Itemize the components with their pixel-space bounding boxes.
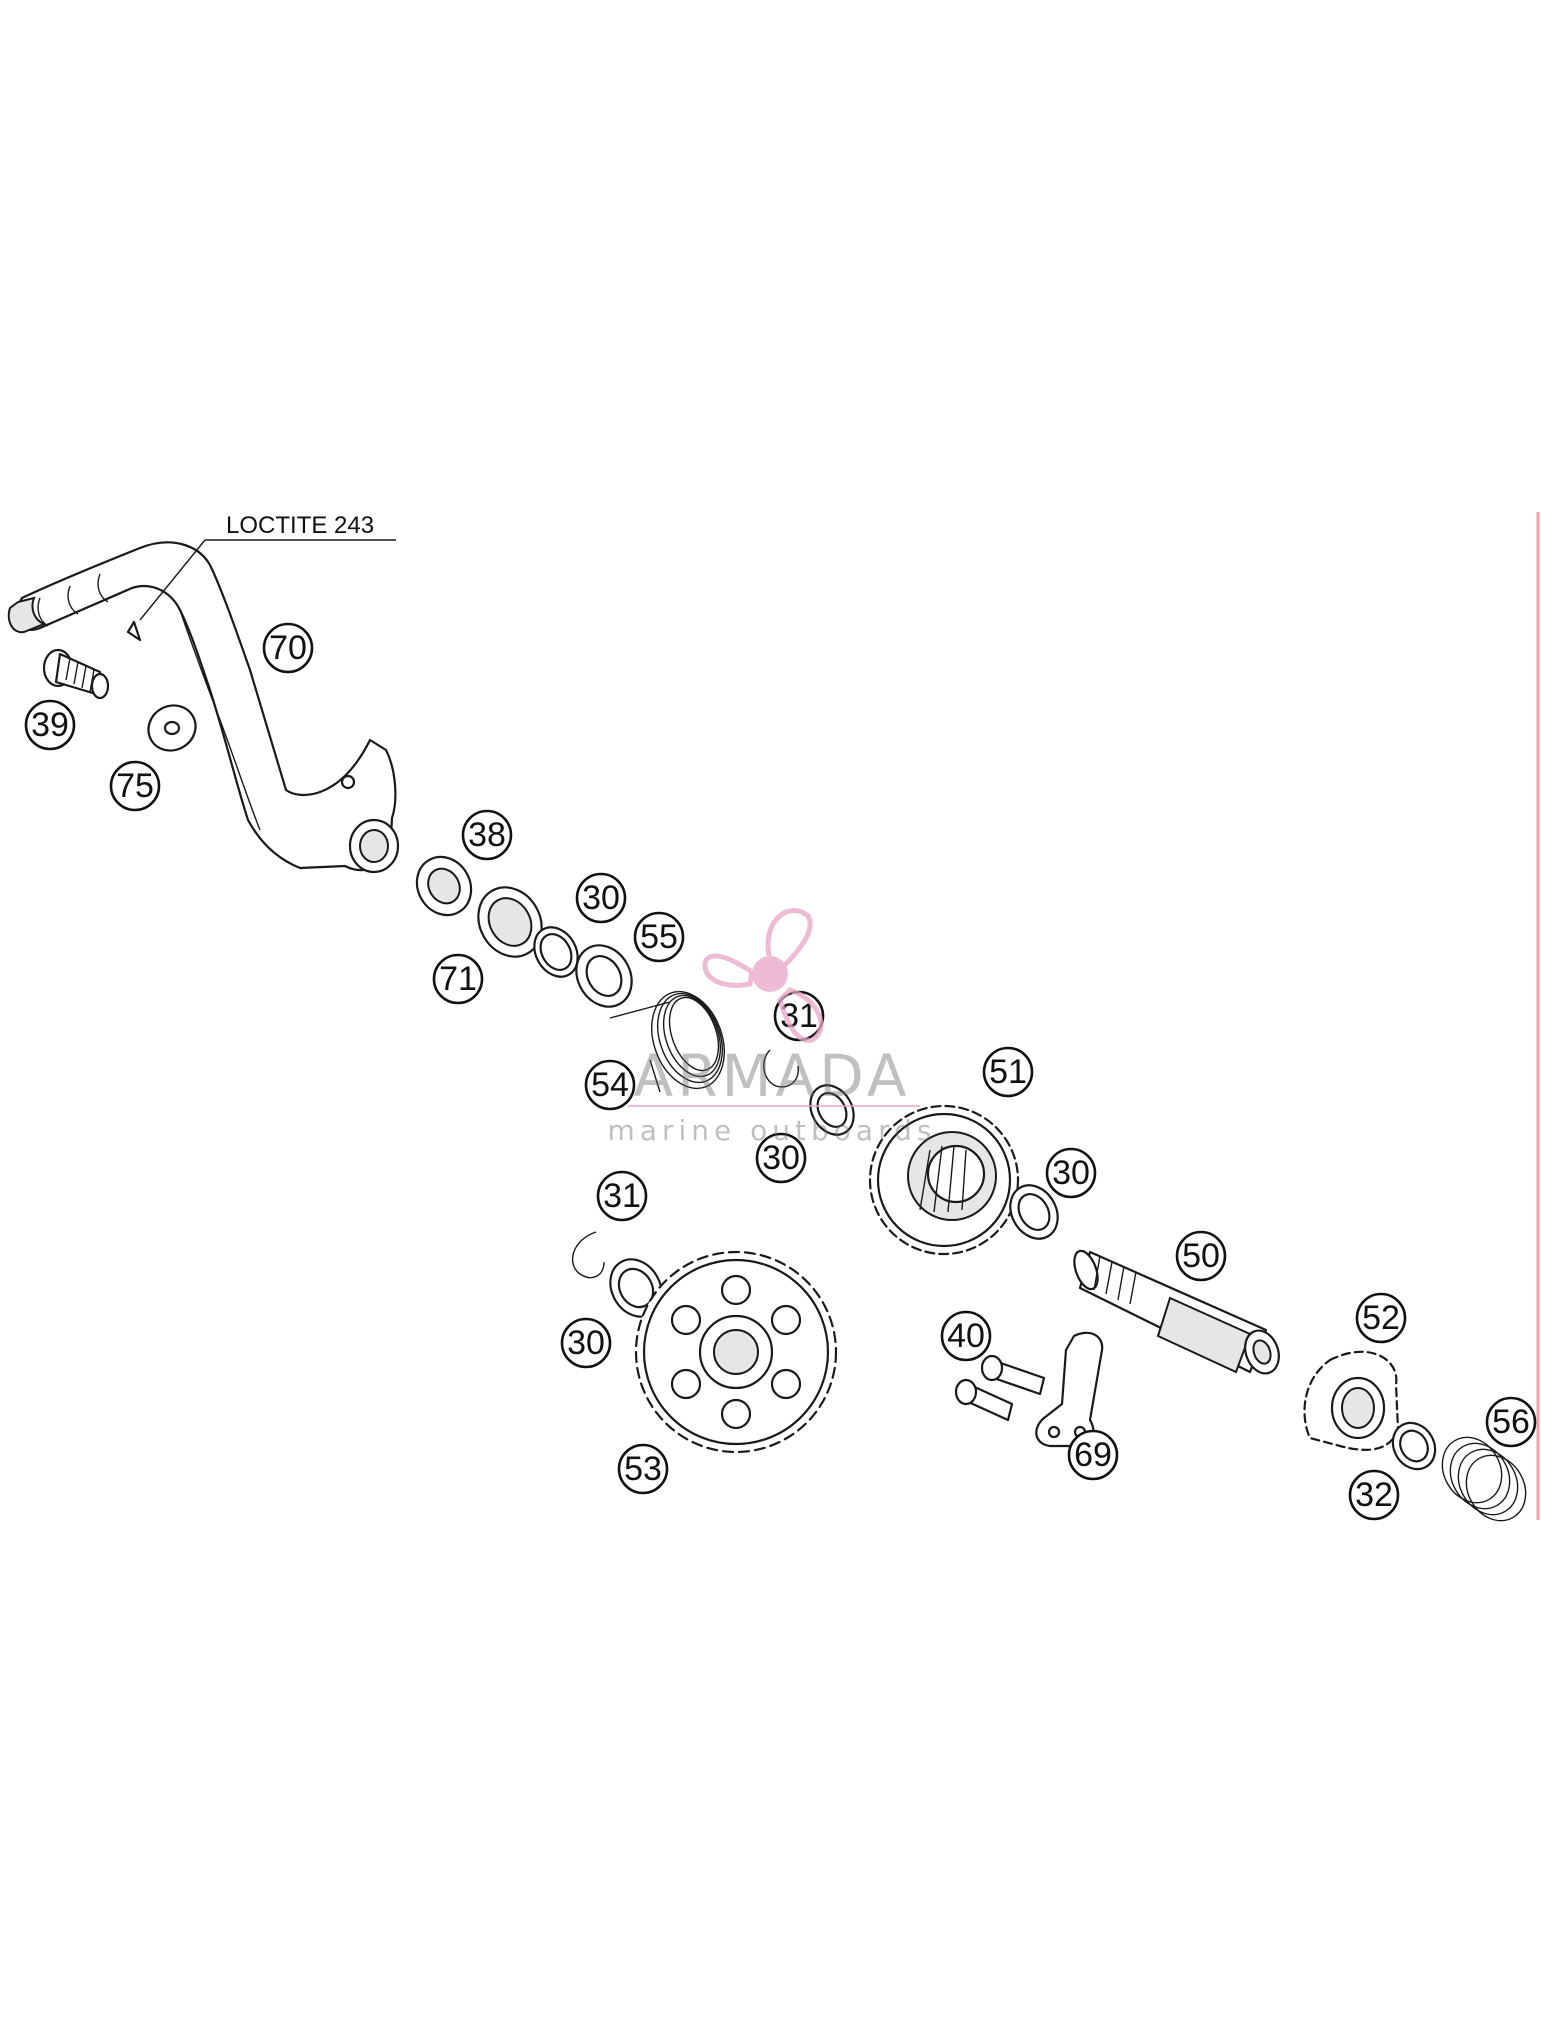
svg-text:32: 32: [1355, 1476, 1393, 1514]
callout-50: 50: [1175, 1230, 1227, 1282]
svg-text:30: 30: [1052, 1154, 1090, 1192]
loctite-note: LOCTITE 243: [226, 512, 374, 539]
spring-54: [609, 990, 725, 1093]
callout-38: 38: [461, 809, 513, 861]
svg-text:75: 75: [116, 767, 154, 805]
callout-51: 51: [982, 1046, 1034, 1098]
callout-30-d: 30: [560, 1317, 612, 1369]
callout-52: 52: [1355, 1292, 1407, 1344]
svg-text:39: 39: [31, 706, 69, 744]
svg-text:71: 71: [439, 960, 477, 998]
svg-text:55: 55: [640, 918, 678, 956]
bolts-40: [954, 1354, 1046, 1422]
callout-31-b: 31: [596, 1170, 648, 1222]
svg-text:56: 56: [1492, 1403, 1530, 1441]
svg-text:51: 51: [989, 1053, 1027, 1091]
callout-40: 40: [940, 1310, 992, 1362]
bush-55: [575, 944, 633, 1008]
svg-text:31: 31: [603, 1177, 641, 1215]
washer-30-b-hole: [816, 1092, 848, 1128]
svg-text:30: 30: [762, 1139, 800, 1177]
callout-70: 70: [262, 622, 314, 674]
callout-30-a: 30: [575, 872, 627, 924]
callout-69: 69: [1067, 1429, 1119, 1481]
washer-32-hole: [1399, 1429, 1429, 1463]
watermark-brand: ARMADA: [633, 1042, 910, 1110]
callout-75: 75: [109, 760, 161, 812]
bush-71: [477, 886, 543, 958]
propeller-logo: [702, 908, 824, 1043]
washer-30-d-hole: [617, 1267, 655, 1309]
svg-text:30: 30: [567, 1324, 605, 1362]
gear-53: [634, 1250, 838, 1454]
callout-32: 32: [1348, 1469, 1400, 1521]
callout-56: 56: [1485, 1396, 1537, 1448]
washer-30-c-hole: [1017, 1193, 1051, 1231]
washer-75: [147, 704, 197, 752]
gear-51: [868, 1104, 1020, 1256]
bracket-69: [1035, 1331, 1104, 1448]
watermark: ARMADA marine outboards: [608, 908, 937, 1147]
circlip-31-a: [763, 1049, 799, 1088]
callout-30-b: 30: [755, 1132, 807, 1184]
spring-56: [1441, 1436, 1527, 1522]
shaft-50: [1073, 1249, 1280, 1375]
callout-53: 53: [617, 1443, 669, 1495]
svg-text:54: 54: [591, 1066, 629, 1104]
callout-55: 55: [633, 911, 685, 963]
callout-30-c: 30: [1045, 1147, 1097, 1199]
callout-54: 54: [584, 1059, 636, 1111]
washer-30-a-hole: [539, 933, 573, 971]
svg-text:50: 50: [1182, 1237, 1220, 1275]
svg-text:70: 70: [269, 629, 307, 667]
callout-39: 39: [24, 699, 76, 751]
bolt-39: [42, 648, 110, 700]
svg-text:40: 40: [947, 1317, 985, 1355]
ratchet-52: [1303, 1350, 1400, 1451]
svg-text:52: 52: [1362, 1299, 1400, 1337]
circlip-31-b: [571, 1231, 605, 1279]
svg-text:30: 30: [582, 879, 620, 917]
kick-lever: [7, 541, 400, 874]
seal-38: [415, 855, 473, 917]
callout-71: 71: [432, 953, 484, 1005]
callouts: 70 39 75 38 30 55 71 31 54 51 30 30 31 3…: [24, 622, 1537, 1521]
watermark-tagline: marine outboards: [608, 1114, 937, 1147]
svg-text:38: 38: [468, 816, 506, 854]
svg-text:69: 69: [1074, 1436, 1112, 1474]
svg-text:53: 53: [624, 1450, 662, 1488]
